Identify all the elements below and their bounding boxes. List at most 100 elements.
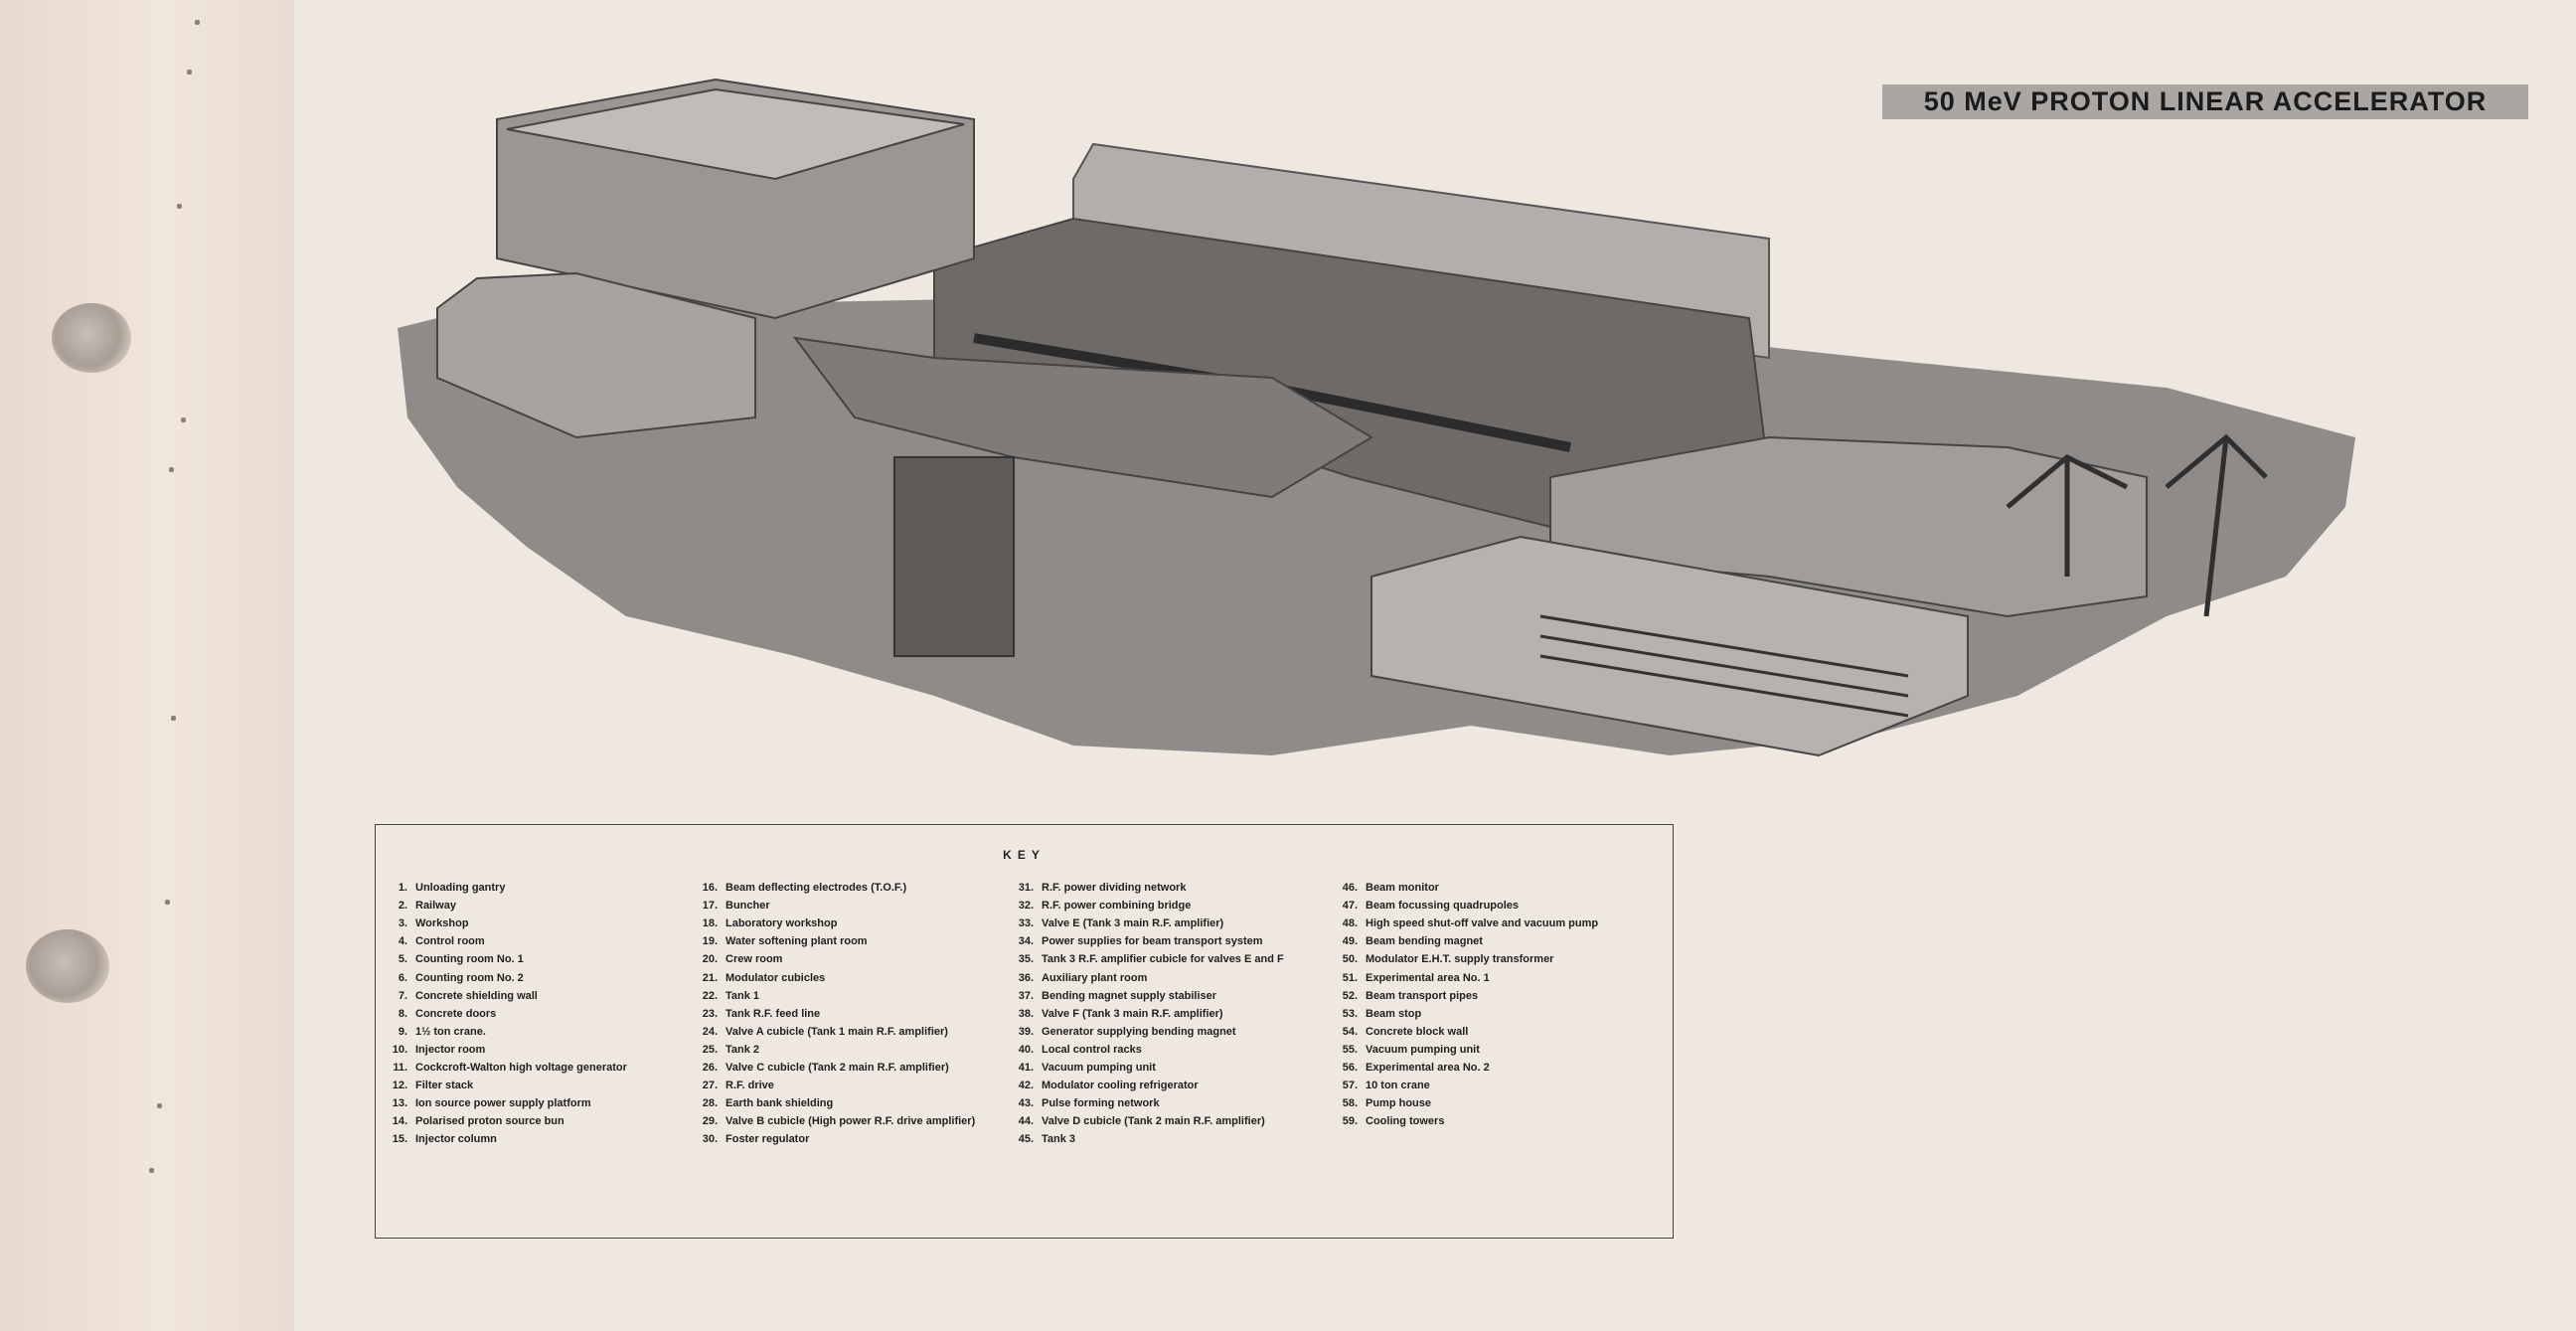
key-item-label: Beam bending magnet (1366, 935, 1483, 948)
key-item-label: Laboratory workshop (725, 917, 838, 930)
key-item-number: 17. (702, 900, 718, 913)
key-item-number: 26. (702, 1061, 718, 1074)
key-item-label: High speed shut-off valve and vacuum pum… (1366, 917, 1599, 930)
key-item-number: 16. (702, 882, 718, 895)
key-item-number: 54. (1342, 1025, 1358, 1038)
key-item: 34. Power supplies for beam transport sys… (1010, 932, 1284, 950)
key-item: 43.Pulse forming network (1010, 1094, 1284, 1112)
key-item-label: Pump house (1366, 1097, 1432, 1110)
key-item: 16. Beam deflecting electrodes (T.O.F.) (694, 879, 975, 897)
key-item: 50.Modulator E.H.T. supply transformer (1334, 950, 1598, 968)
key-item-label: Beam deflecting electrodes (T.O.F.) (725, 882, 907, 895)
key-item-number: 8. (398, 1007, 407, 1020)
key-item: 48.High speed shut-off valve and vacuum … (1334, 915, 1598, 932)
key-item-label: Concrete shielding wall (415, 989, 538, 1002)
paper-speck (187, 70, 192, 75)
key-item: 51.Experimental area No. 1 (1334, 968, 1598, 986)
key-item-label: Counting room No. 1 (415, 953, 524, 966)
key-item-number: 37. (1018, 989, 1034, 1002)
key-item: 52.Beam transport pipes (1334, 987, 1598, 1005)
key-item-number: 35. (1018, 953, 1034, 966)
page-title: 50 MeV PROTON LINEAR ACCELERATOR (1923, 86, 2488, 116)
key-item-number: 25. (702, 1043, 718, 1056)
key-item-label: R.F. power combining bridge (1042, 900, 1192, 913)
paper-speck (195, 20, 200, 25)
key-item-label: Beam transport pipes (1366, 989, 1479, 1002)
key-item-number: 40. (1018, 1043, 1034, 1056)
key-item-label: Concrete block wall (1366, 1025, 1469, 1038)
key-item-label: Beam focussing quadrupoles (1366, 900, 1520, 913)
key-item-label: Power supplies for beam transport system (1042, 935, 1263, 948)
key-item-number: 13. (392, 1097, 407, 1110)
key-item-number: 50. (1342, 953, 1358, 966)
key-item-label: Foster regulator (725, 1133, 810, 1146)
key-item: 20.Crew room (694, 950, 975, 968)
key-heading: KEY (1003, 848, 1046, 862)
key-item: 6. Counting room No. 2 (384, 968, 627, 986)
key-item-label: R.F. power dividing network (1042, 882, 1187, 895)
key-item: 24.Valve A cubicle (Tank 1 main R.F. amp… (694, 1023, 975, 1041)
key-item-number: 11. (393, 1061, 407, 1074)
key-item-number: 6. (398, 971, 407, 984)
key-item: 17.Buncher (694, 897, 975, 915)
key-item-label: Valve C cubicle (Tank 2 main R.F. amplif… (725, 1061, 949, 1074)
key-item: 44. Valve D cubicle (Tank 2 main R.F. amp… (1010, 1112, 1284, 1130)
left-annex (436, 271, 756, 439)
key-item: 58.Pump house (1334, 1094, 1598, 1112)
key-item-label: Polarised proton source bun (415, 1115, 564, 1128)
key-item: 47.Beam focussing quadrupoles (1334, 897, 1598, 915)
key-item-number: 2. (398, 900, 407, 913)
key-item-number: 31. (1018, 882, 1034, 895)
key-item: 12.Filter stack (384, 1077, 627, 1094)
key-item-label: Valve B cubicle (High power R.F. drive a… (725, 1115, 976, 1128)
key-item-number: 42. (1018, 1080, 1034, 1092)
key-item: 39.Generator supplying bending magnet (1010, 1023, 1284, 1041)
key-item: 59.Cooling towers (1334, 1112, 1598, 1130)
key-item-label: Railway (415, 900, 456, 913)
paper-speck (177, 204, 182, 209)
key-item-number: 44. (1018, 1115, 1034, 1128)
key-item-number: 45. (1018, 1133, 1034, 1146)
key-item-number: 34. (1018, 935, 1034, 948)
key-item-number: 21. (702, 971, 718, 984)
key-item-number: 15. (392, 1133, 407, 1146)
key-item-label: Cooling towers (1366, 1115, 1445, 1128)
key-item-number: 53. (1342, 1007, 1358, 1020)
key-item: 7. Concrete shielding wall (384, 987, 627, 1005)
key-item-label: Vacuum pumping unit (1042, 1061, 1156, 1074)
key-item: 55. Vacuum pumping unit (1334, 1041, 1598, 1059)
key-item-number: 38. (1018, 1007, 1034, 1020)
key-item-label: R.F. drive (725, 1080, 774, 1092)
key-item-number: 28. (702, 1097, 718, 1110)
key-item-label: Concrete doors (415, 1007, 497, 1020)
key-item: 11.Cockcroft-Walton high voltage generat… (384, 1059, 627, 1077)
key-item-number: 7. (398, 989, 407, 1002)
crane-gantry (2006, 433, 2268, 617)
key-item-number: 55. (1342, 1043, 1358, 1056)
key-item: 18.Laboratory workshop (694, 915, 975, 932)
key-item: 13. Ion source power supply platform (384, 1094, 627, 1112)
key-item: 26. Valve C cubicle (Tank 2 main R.F. amp… (694, 1059, 975, 1077)
key-item: 3.Workshop (384, 915, 627, 932)
key-item: 56.Experimental area No. 2 (1334, 1059, 1598, 1077)
key-item-label: Auxiliary plant room (1042, 971, 1148, 984)
key-item: 57.10 ton crane (1334, 1077, 1598, 1094)
key-item-label: Water softening plant room (725, 935, 868, 948)
key-item-label: Valve D cubicle (Tank 2 main R.F. amplif… (1042, 1115, 1265, 1128)
key-item-label: Vacuum pumping unit (1366, 1043, 1480, 1056)
key-item: 25.Tank 2 (694, 1041, 975, 1059)
key-item-label: Ion source power supply platform (415, 1097, 591, 1110)
key-item: 45. Tank 3 (1010, 1130, 1284, 1148)
key-item: 29.Valve B cubicle (High power R.F. driv… (694, 1112, 976, 1130)
key-item-label: Tank 3 (1042, 1133, 1076, 1146)
binding-margin (0, 0, 296, 1331)
key-item-label: Modulator cooling refrigerator (1042, 1080, 1199, 1092)
key-item-number: 1. (398, 882, 407, 895)
key-item: 46.Beam monitor (1334, 879, 1598, 897)
key-item: 42. Modulator cooling refrigerator (1010, 1077, 1284, 1094)
key-item-label: Counting room No. 2 (415, 971, 524, 984)
key-item: 14.Polarised proton source bun (384, 1112, 627, 1130)
key-item-number: 41. (1018, 1061, 1034, 1074)
key-item-label: Tank 1 (725, 989, 760, 1002)
